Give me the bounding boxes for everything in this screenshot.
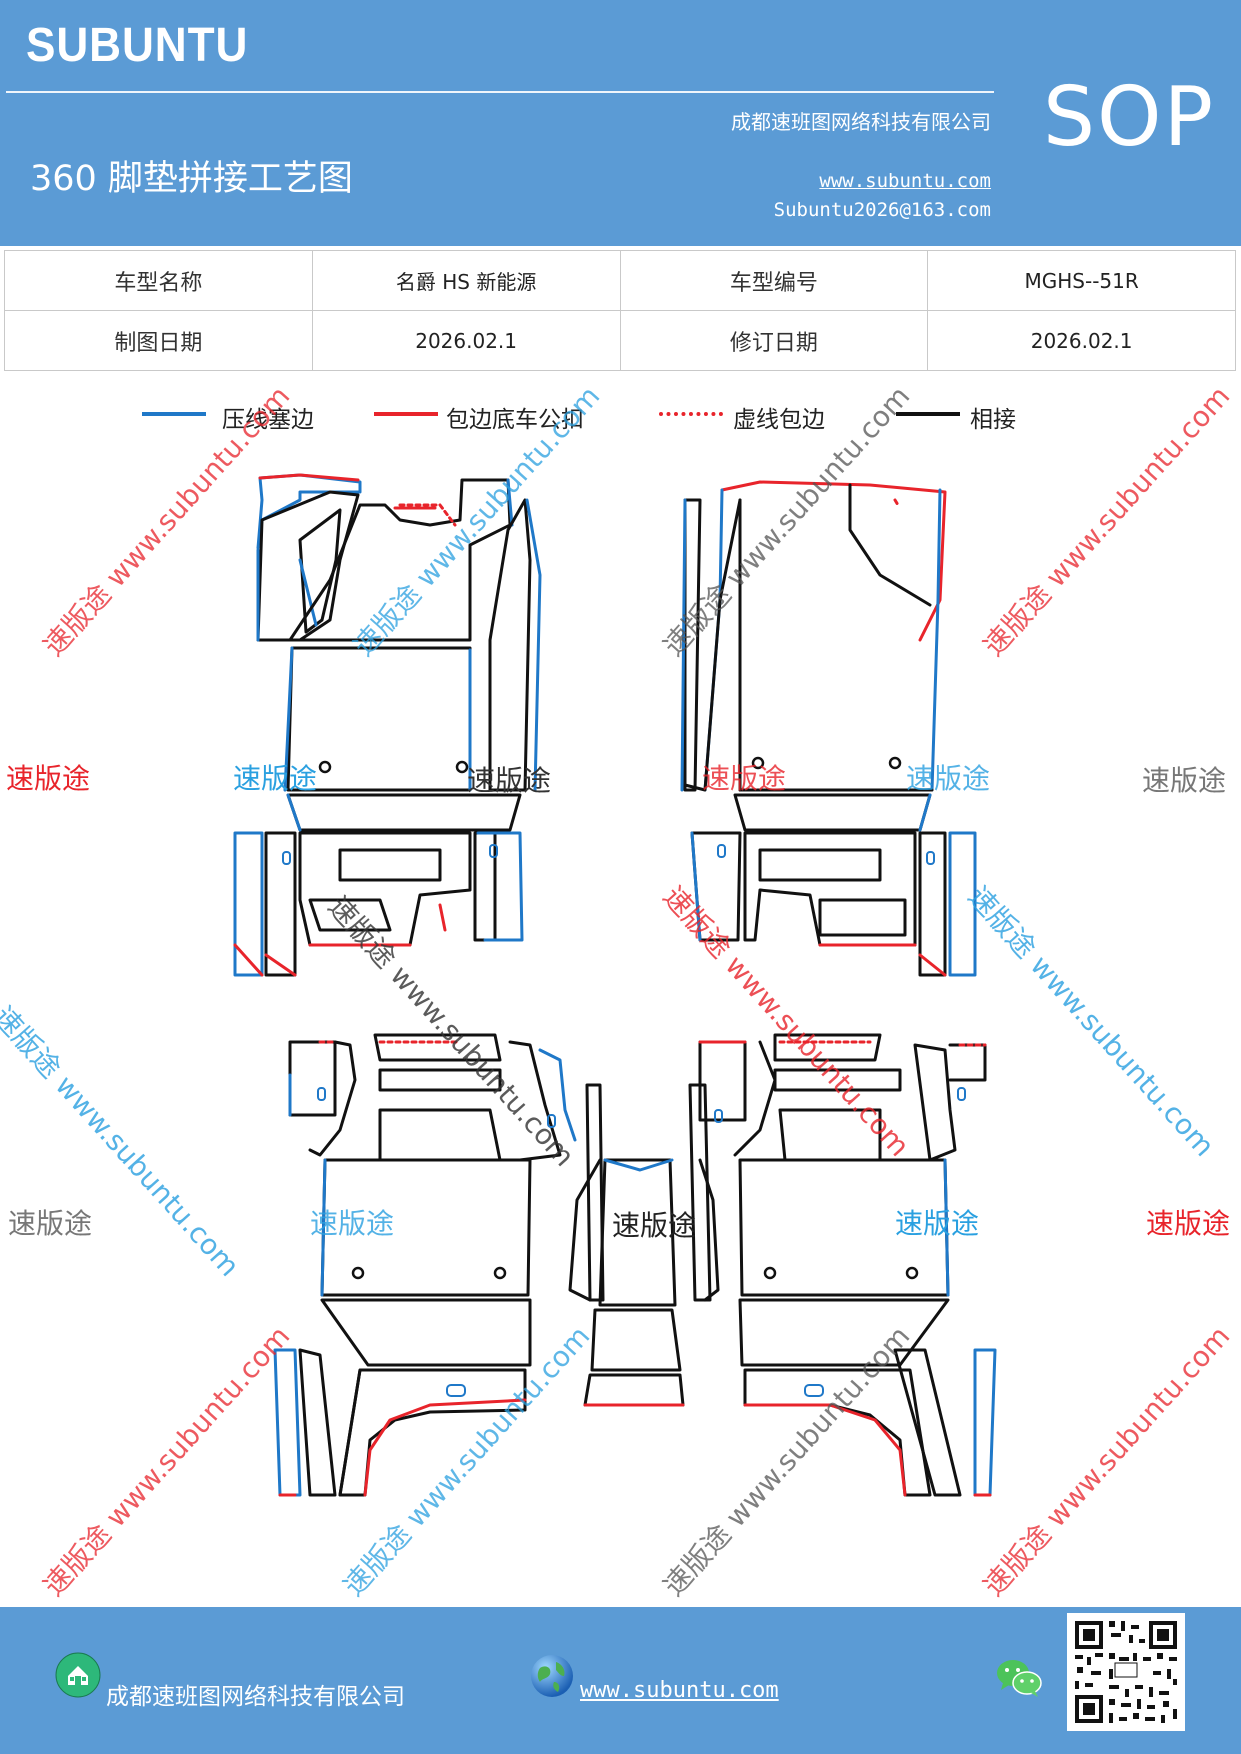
watermark-brand: 速版途 <box>1146 1207 1231 1240</box>
globe-icon <box>531 1655 573 1697</box>
header-email[interactable]: Subuntu2026@163.com <box>773 199 991 221</box>
front-right-mat <box>680 480 977 977</box>
table-cell-label: 制图日期 <box>4 310 313 371</box>
vehicle-info-table: 车型名称 名爵 HS 新能源 车型编号 MGHS--51R 制图日期 2026.… <box>4 250 1236 371</box>
legend-swatch-red-dotted <box>659 412 723 416</box>
watermark-brand: 速版途 <box>702 762 787 795</box>
page-header: SUBUNTU SOP 360 脚垫拼接工艺图 成都速班图网络科技有限公司 ww… <box>0 0 1241 246</box>
table-cell-label: 车型编号 <box>619 250 929 311</box>
watermark-brand: 速版途 <box>895 1207 980 1240</box>
table-cell-value: 2026.02.1 <box>311 310 621 371</box>
brand-logo-text: SUBUNTU <box>26 19 249 72</box>
rear-right-mat <box>698 1033 997 1497</box>
watermark-brand: 速版途 <box>467 764 552 797</box>
qr-code-image <box>1067 1613 1185 1731</box>
table-row: 车型名称 名爵 HS 新能源 车型编号 MGHS--51R <box>4 250 1236 311</box>
rear-center-mat <box>568 1083 720 1407</box>
table-cell-value: 名爵 HS 新能源 <box>311 250 621 311</box>
page-footer: 成都速班图网络科技有限公司 www.subuntu.com <box>0 1607 1241 1754</box>
watermark-brand: 速版途 <box>612 1209 697 1242</box>
watermark-brand: 速版途 <box>6 762 91 795</box>
legend-swatch-red <box>374 412 438 416</box>
front-left-mat <box>233 473 542 977</box>
rear-left-mat <box>273 1033 577 1497</box>
header-company-name: 成都速班图网络科技有限公司 <box>731 110 991 134</box>
wechat-icon[interactable] <box>995 1657 1043 1699</box>
legend-label: 相接 <box>970 407 1016 433</box>
legend-label: 虚线包边 <box>733 407 825 433</box>
sop-badge: SOP <box>1043 70 1216 165</box>
legend-swatch-blue <box>142 412 206 416</box>
table-cell-value: 2026.02.1 <box>927 310 1236 371</box>
header-website-link[interactable]: www.subuntu.com <box>819 170 991 192</box>
watermark-brand: 速版途 <box>1142 764 1227 797</box>
table-row: 制图日期 2026.02.1 修订日期 2026.02.1 <box>4 310 1236 371</box>
table-cell-value: MGHS--51R <box>927 250 1236 311</box>
table-cell-label: 车型名称 <box>4 250 313 311</box>
floor-mat-pattern-drawing <box>233 473 997 1497</box>
footer-website-link[interactable]: www.subuntu.com <box>580 1678 779 1703</box>
table-cell-label: 修订日期 <box>619 310 929 371</box>
watermark-brand: 速版途 <box>8 1207 93 1240</box>
header-divider <box>6 91 994 93</box>
watermark-brand: 速版途 <box>233 762 318 795</box>
legend-swatch-black <box>896 412 960 416</box>
building-icon <box>55 1652 101 1698</box>
watermark-brand: 速版途 <box>310 1207 395 1240</box>
document-title: 360 脚垫拼接工艺图 <box>30 159 353 199</box>
legend-label: 包边底车公扣 <box>446 407 584 433</box>
footer-company-name: 成都速班图网络科技有限公司 <box>106 1684 405 1710</box>
legend-label: 压线塞边 <box>222 407 314 433</box>
line-legend: 压线塞边 包边底车公扣 虚线包边 相接 <box>0 400 1241 440</box>
watermark-brand: 速版途 <box>906 762 991 795</box>
